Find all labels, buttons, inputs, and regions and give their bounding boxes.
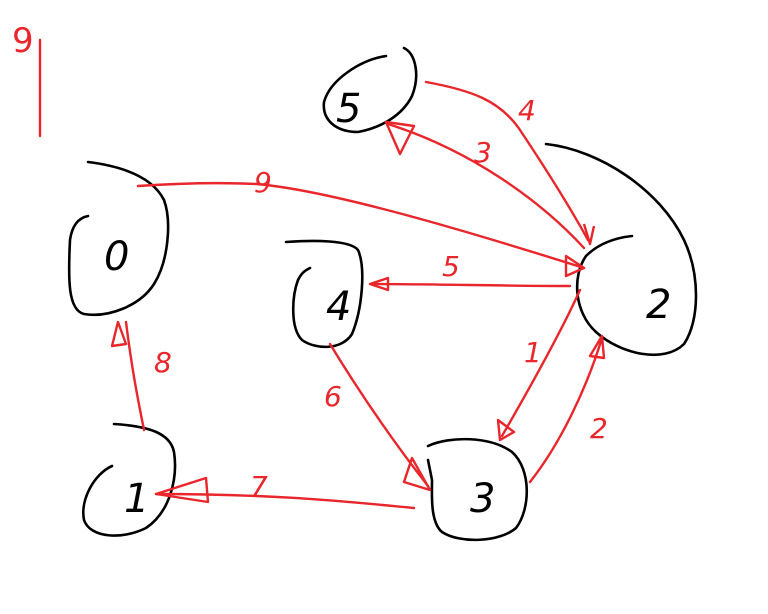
node-2-label: 2 [646,282,671,328]
node-0-label: 0 [104,234,129,280]
node-0-outline [67,160,170,317]
node-5-outline [322,46,418,134]
edge-3-1-arrow [154,476,210,504]
edge-1-0: 8 [110,320,172,432]
edge-5-2-arrow [582,223,596,246]
edge-2-5: 3 [384,120,586,250]
edge-0-2-weight: 9 [254,166,272,199]
edge-2-3-arrow [496,418,516,442]
edge-3-2-weight: 2 [590,412,608,445]
node-4: 4 [284,239,364,349]
edge-3-1-line [154,492,416,510]
edge-3-2: 2 [528,334,608,484]
edge-2-3-weight: 1 [524,336,542,369]
edge-4-3: 6 [324,342,432,492]
edge-1-0-weight: 8 [154,346,172,379]
edge-2-4-weight: 5 [442,250,460,283]
edge-2-4: 5 [368,250,572,292]
edge-3-1-weight: 7 [250,470,268,503]
node-3-outline [426,437,529,542]
edge-5-2: 4 [424,80,596,246]
node-0: 0 [67,160,170,317]
edge-2-3-line [500,288,582,438]
edge-3-2-arrow [588,334,606,360]
edge-0-2: 9 [136,166,586,278]
node-2-outline [544,142,698,357]
node-4-label: 4 [326,284,351,330]
node-1-outline [82,422,177,537]
corner-label: 9 [12,21,34,61]
node-5: 5 [322,46,418,134]
edge-2-4-line [370,282,572,288]
edge-2-3: 1 [496,288,582,442]
node-3-label: 3 [470,476,495,522]
edge-1-0-line [124,320,146,432]
edge-4-3-arrow [402,456,432,492]
edge-2-5-line [386,122,586,250]
node-2: 2 [544,142,698,357]
edge-1-0-arrow [110,320,128,348]
node-1: 1 [82,422,177,537]
node-1-label: 1 [124,476,149,522]
edge-5-2-weight: 4 [518,94,536,127]
node-4-outline [284,239,364,349]
edge-2-4-arrow [368,276,390,292]
edge-4-3-weight: 6 [324,380,342,413]
edge-3-1: 7 [154,470,416,510]
edge-0-2-arrow [564,254,586,278]
edge-2-5-weight: 3 [474,136,492,169]
edge-4-3-line [328,342,430,488]
node-5-label: 5 [336,86,361,132]
edge-0-2-line [136,181,586,270]
edge-5-2-line [424,80,590,242]
edge-2-5-arrow [384,120,416,156]
node-3: 3 [426,437,529,542]
